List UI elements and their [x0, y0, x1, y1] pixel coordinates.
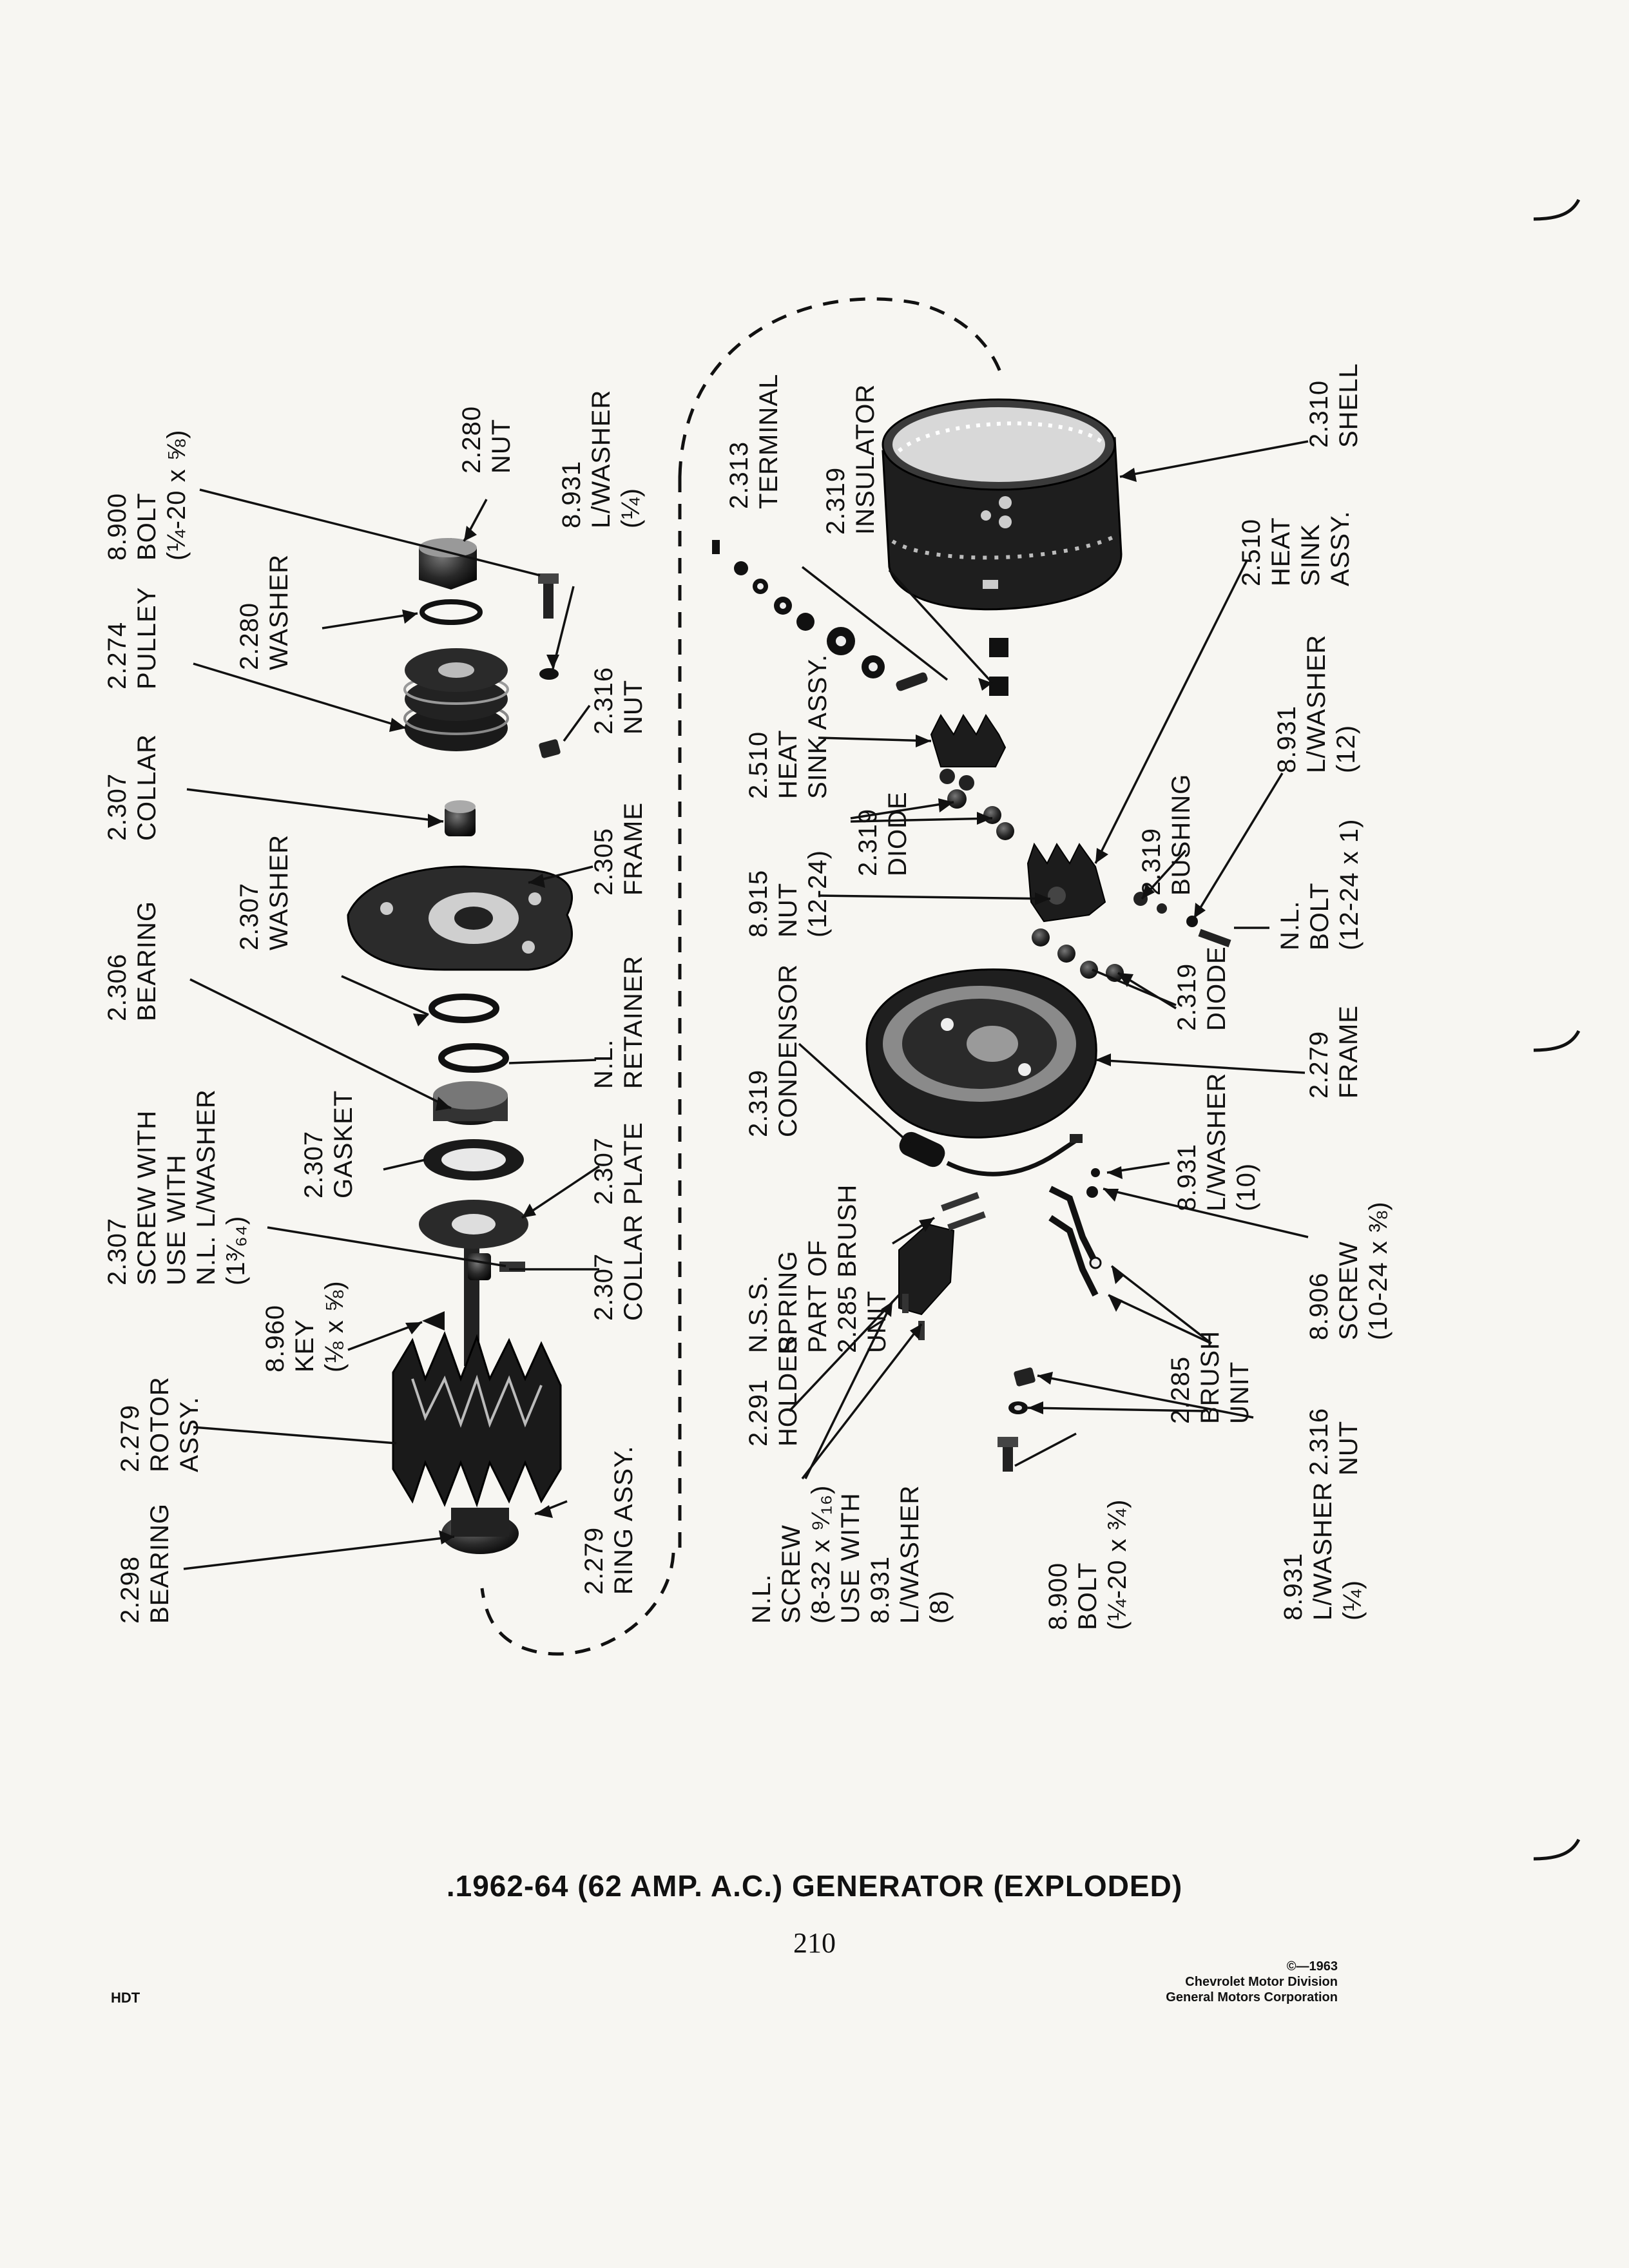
label-heatsink-2510-a: 2.510HEATSINK ASSY.: [744, 654, 832, 799]
label-lwasher-8931-12: 8.931L/WASHER(12): [1273, 635, 1360, 773]
collar-2307-top-drawing: [445, 800, 476, 836]
retainer-drawing: [438, 1043, 509, 1073]
label-nut-2316-low: 2.316NUT: [1305, 1408, 1363, 1475]
label-plate-2307: 2.307PLATE: [590, 1122, 648, 1205]
arrowheads: [389, 468, 1206, 1544]
bolt-8900-top-drawing: [538, 573, 559, 619]
copyright-block: ©—1963 Chevrolet Motor Division General …: [1166, 1959, 1338, 2005]
nut-2280-drawing: [419, 538, 477, 590]
lwasher-12-drawing: [1186, 916, 1198, 927]
diodes-b-drawing: [1032, 928, 1124, 982]
label-retainer-nl: N.L.RETAINER: [590, 956, 648, 1089]
label-screw-2307: 2.307SCREW WITHUSE WITHN.L. L/WASHER(1³⁄…: [103, 1089, 250, 1285]
washer-2307-drawing: [429, 994, 499, 1023]
page-number: 210: [793, 1927, 836, 1959]
label-washer-2280: 2.280WASHER: [235, 554, 293, 670]
frame-2279-drawing: [865, 968, 1097, 1139]
condensor-drawing: [899, 1131, 1083, 1177]
label-bushing-2319: 2.319BUSHING: [1137, 774, 1195, 896]
rotor-assembly-drawing: [392, 1244, 562, 1554]
label-holder-2291: 2.291HOLDER: [744, 1335, 802, 1446]
label-terminal-2313: 2.313TERMINAL: [725, 374, 783, 509]
leader-lines: [183, 440, 1309, 1570]
brush-holder-drawing: [898, 1192, 986, 1340]
label-key-8960: 8.960KEY(⅛ x ⅝): [261, 1280, 349, 1372]
publication-code: HDT: [111, 1990, 140, 2006]
copyright-corporation: General Motors Corporation: [1166, 1990, 1338, 2004]
bolt-nl-drawing: [1198, 928, 1231, 948]
copyright-division: Chevrolet Motor Division: [1185, 1975, 1338, 1989]
label-spring-nss: N.S.S.SPRINGPART OF2.285 BRUSHUNIT: [744, 1184, 891, 1353]
label-heatsink-2510-b: 2.510HEATSINKASSY.: [1237, 510, 1354, 586]
label-lwasher-8931-low: 8.931L/WASHER(¼): [1279, 1482, 1367, 1620]
heatsink-a-drawing: [930, 714, 1007, 791]
label-rotor-2279: 2.279ROTORASSY.: [116, 1376, 204, 1472]
label-washer-2307: 2.307WASHER: [235, 834, 293, 950]
lwasher-10-drawing: [1086, 1168, 1100, 1198]
dashed-assembly-line: [480, 297, 1004, 1656]
label-bolt-nl: N.L.BOLT(12-24 x 1): [1276, 819, 1364, 950]
label-gasket-2307: 2.307GASKET: [300, 1090, 358, 1198]
washer-2280-drawing: [419, 599, 483, 625]
lwasher-top-drawing: [539, 668, 559, 680]
bolt-8900-low-drawing: [998, 1437, 1018, 1472]
page-title: .1962-64 (62 AMP. A.C.) GENERATOR (EXPLO…: [446, 1869, 1183, 1903]
margin-marks: [1533, 198, 1581, 1861]
label-bearing-2298: 2.298BEARING: [116, 1503, 174, 1624]
label-bolt-8900-top: 8.900BOLT(¼-20 x ⅝): [103, 430, 191, 561]
label-nut-2280: 2.280NUT: [458, 406, 516, 474]
label-nut-2316-top: 2.316NUT: [590, 667, 648, 735]
brush-unit-drawing: [1048, 1186, 1102, 1297]
label-ring-2279: 2.279RING ASSY.: [580, 1445, 638, 1595]
heatsink-b-drawing: [1027, 842, 1106, 923]
label-nut-8915: 8.915NUT(12-24): [744, 850, 832, 937]
label-screw-8906: 8.906SCREW(10-24 x ⅜): [1305, 1201, 1393, 1340]
label-lwasher-8931-mid: 8.931L/WASHER(10): [1173, 1073, 1260, 1211]
plate-drawing: [419, 1200, 528, 1249]
label-frame-2305: 2.305FRAME: [590, 802, 648, 896]
label-lwasher-8931-top: 8.931L/WASHER(¼): [557, 390, 645, 528]
label-diode-2319-a: 2.319DIODE: [854, 791, 912, 876]
label-condensor-2319: 2.319CONDENSOR: [744, 964, 802, 1137]
pulley-drawing: [403, 648, 509, 751]
label-diode-2319-b: 2.319DIODE: [1173, 946, 1231, 1031]
label-brush-2285: 2.285BRUSHUNIT: [1166, 1331, 1254, 1424]
insulator-drawing: [989, 638, 1008, 696]
label-frame-2279: 2.279FRAME: [1305, 1005, 1363, 1099]
frame-2305-drawing: [347, 865, 573, 971]
label-collar-2307-low: 2.307COLLAR: [590, 1214, 648, 1321]
lwasher-low-drawing: [1008, 1401, 1028, 1414]
terminal-washers-drawing: [712, 540, 928, 691]
label-screw-nl: N.L.SCREW(8-32 x ⁹⁄₁₆)USE WITH8.931L/WAS…: [747, 1485, 954, 1624]
nut-2316-top-drawing: [539, 739, 561, 758]
label-bearing-2306: 2.306BEARING: [103, 901, 161, 1021]
label-insulator-2319: 2.319INSULATOR: [822, 384, 880, 535]
shell-drawing: [882, 398, 1123, 611]
label-pulley-2274: 2.274PULLEY: [103, 587, 161, 689]
diodes-a-drawing: [947, 789, 1014, 840]
key-drawing: [422, 1311, 445, 1331]
label-bolt-8900-low: 8.900BOLT(¼-20 x ¾): [1044, 1499, 1132, 1630]
nut-2316-low-drawing: [1014, 1367, 1036, 1387]
label-shell-2310: 2.310SHELL: [1305, 363, 1363, 448]
label-collar-2307-top: 2.307COLLAR: [103, 734, 161, 841]
copyright-year: ©—1963: [1286, 1959, 1338, 1974]
gasket-drawing: [423, 1139, 524, 1180]
collar-lower-drawing: [468, 1253, 525, 1280]
